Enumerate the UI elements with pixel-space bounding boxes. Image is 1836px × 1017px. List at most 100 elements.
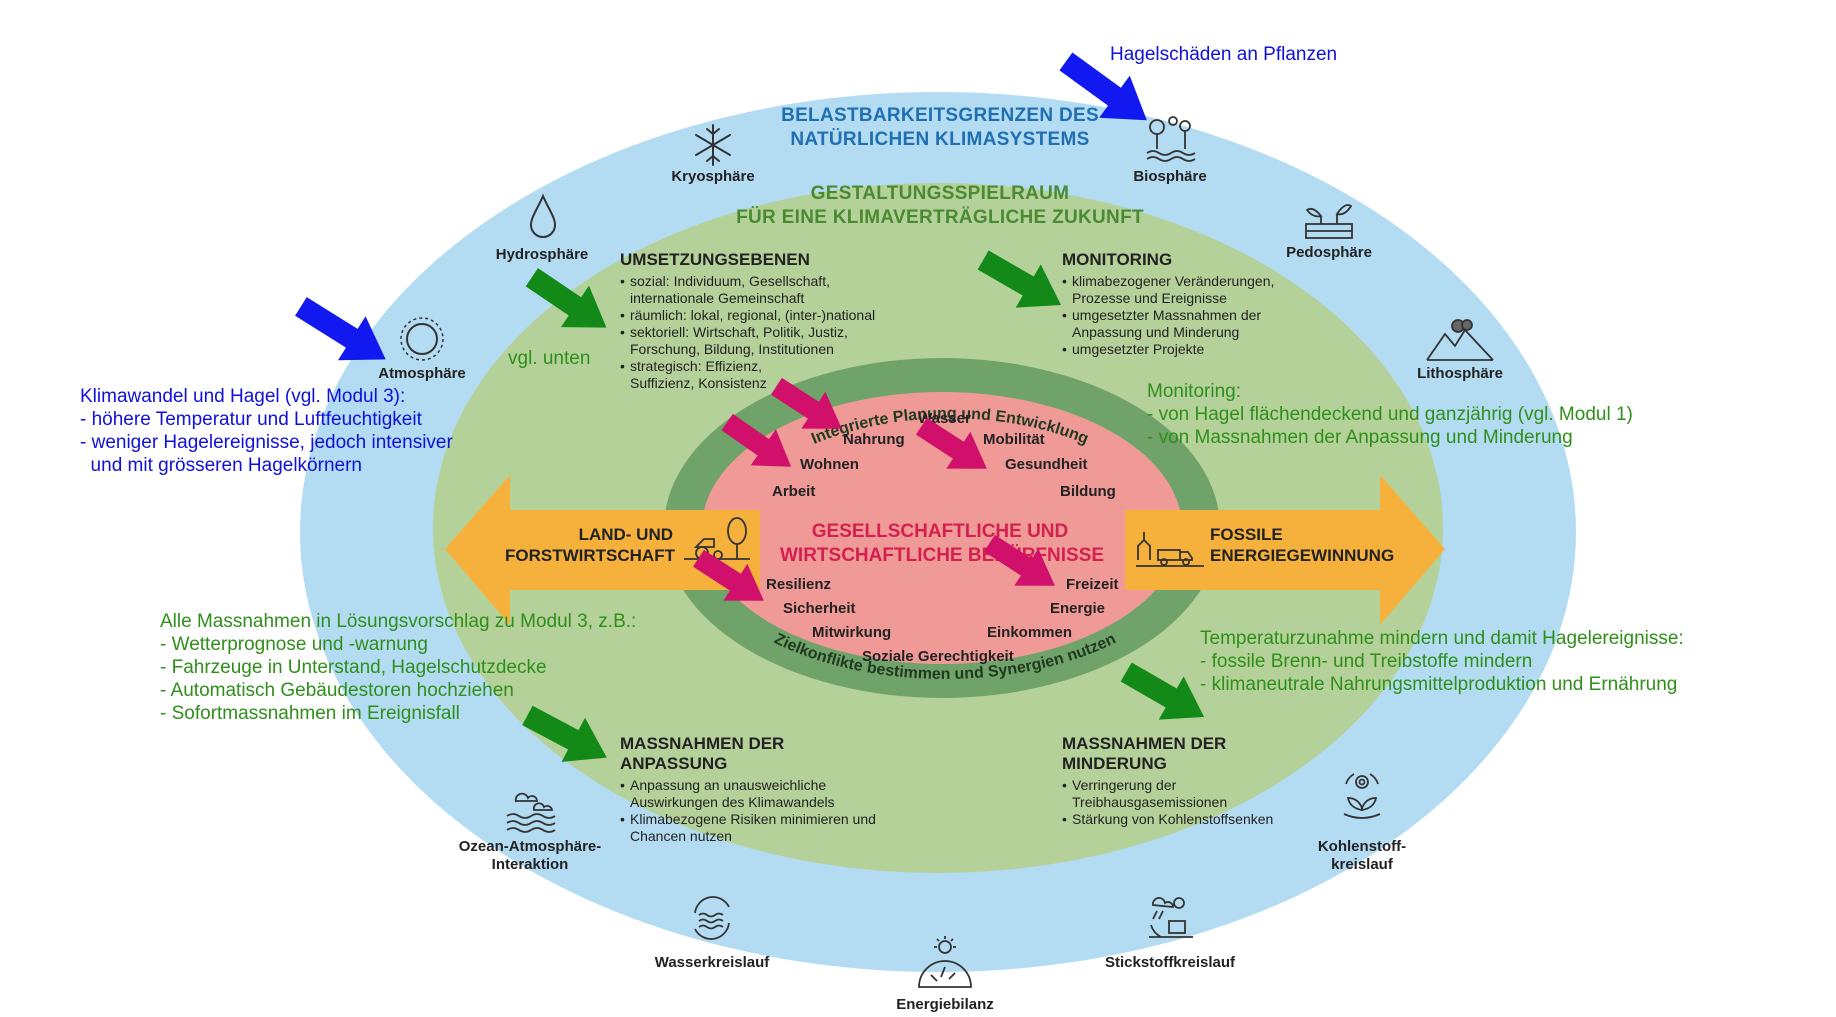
klimawandel-line: - höhere Temperatur und Luftfeuchtigkeit	[80, 409, 422, 430]
temperatur-ann-line: Temperaturzunahme mindern und damit Hage…	[1200, 628, 1684, 649]
need-mobilitaet: Mobilität	[983, 431, 1045, 448]
anpassung-title: MASSNAHMEN DER ANPASSUNG	[620, 734, 785, 773]
need-wohnen: Wohnen	[800, 456, 859, 473]
need-bildung: Bildung	[1060, 483, 1116, 500]
annotation-massnahmen: Alle Massnahmen in Lösungsvorschlag zu M…	[160, 610, 636, 725]
middle-ring-title: GESTALTUNGSSPIELRAUM FÜR EINE KLIMAVERTR…	[700, 182, 1180, 230]
sphere-atmosphaere: Atmosphäre	[378, 365, 466, 382]
core-title: GESELLSCHAFTLICHE UND WIRTSCHAFTLICHE BE…	[780, 520, 1105, 568]
need-einkommen: Einkommen	[987, 624, 1073, 641]
section-anpassung: MASSNAHMEN DER ANPASSUNG Anpassung an un…	[620, 734, 880, 845]
umsetzung-item: sozial: Individuum, Gesellschaft, intern…	[620, 273, 910, 307]
need-resilienz: Resilienz	[766, 576, 832, 593]
monitoring-item: umgesetzter Projekte	[1062, 341, 1312, 358]
sphere-lithosphaere: Lithosphäre	[1417, 365, 1503, 382]
annotation-klimawandel: Klimawandel und Hagel (vgl. Modul 3): - …	[80, 385, 453, 477]
sphere-hydrosphaere: Hydrosphäre	[495, 246, 589, 263]
anpassung-item: Klimabezogene Risiken minimieren und Cha…	[620, 811, 880, 845]
sphere-energiebilanz: Energiebilanz	[896, 996, 994, 1013]
monitoring-ann-line: - von Massnahmen der Anpassung und Minde…	[1147, 427, 1573, 448]
monitoring-list: klimabezogener Veränderungen, Prozesse u…	[1062, 273, 1312, 358]
umsetzung-title: UMSETZUNGSEBENEN	[620, 250, 810, 269]
need-gesundheit: Gesundheit	[1005, 456, 1088, 473]
right-orange-arrow	[1125, 475, 1445, 625]
annotation-monitoring: Monitoring: - von Hagel flächendeckend u…	[1147, 380, 1633, 449]
water-drop-icon	[529, 193, 557, 238]
middle-title-line2: FÜR EINE KLIMAVERTRÄGLICHE ZUKUNFT	[736, 207, 1144, 228]
farm-tractor-icon	[684, 517, 750, 560]
minderung-title: MASSNAHMEN DER MINDERUNG	[1062, 734, 1227, 773]
right-arrow-line2: ENERGIEGEWINNUNG	[1210, 546, 1395, 565]
fossil-energy-icon	[1136, 532, 1204, 567]
nitrogen-cycle-icon	[1149, 897, 1193, 938]
middle-title-line1: GESTALTUNGSSPIELRAUM	[810, 183, 1070, 204]
need-sicherheit: Sicherheit	[783, 600, 856, 617]
outer-ring-title: BELASTBARKEITSGRENZEN DES NATÜRLICHEN KL…	[770, 104, 1110, 152]
left-arrow-line1: LAND- UND	[578, 525, 673, 544]
sphere-wasserkreislauf: Wasserkreislauf	[654, 954, 770, 971]
left-arrow-label: LAND- UND FORSTWIRTSCHAFT	[505, 524, 675, 566]
anpassung-item: Anpassung an unausweichliche Auswirkunge…	[620, 777, 880, 811]
massnahmen-ann-line: - Fahrzeuge in Unterstand, Hagelschutzde…	[160, 657, 547, 678]
core-title-line2: WIRTSCHAFTLICHE BEDÜRFNISSE	[780, 545, 1105, 566]
energy-balance-icon	[918, 936, 972, 988]
need-energie: Energie	[1050, 600, 1106, 617]
umsetzung-item: sektoriell: Wirtschaft, Politik, Justiz,…	[620, 324, 910, 358]
monitoring-title: MONITORING	[1062, 250, 1173, 269]
sphere-ozean-line1: Ozean-Atmosphäre-	[458, 838, 602, 855]
snowflake-icon	[695, 124, 731, 166]
core-ellipse	[702, 392, 1182, 664]
anpassung-list: Anpassung an unausweichliche Auswirkunge…	[620, 777, 880, 845]
sphere-ozean: Ozean-Atmosphäre- Interaktion	[445, 838, 615, 874]
annotation-vgl-unten: vgl. unten	[508, 348, 591, 369]
sphere-pedosphaere: Pedosphäre	[1286, 244, 1372, 261]
outer-title-line2: NATÜRLICHEN KLIMASYSTEMS	[790, 129, 1090, 150]
umsetzung-list: sozial: Individuum, Gesellschaft, intern…	[620, 273, 910, 392]
section-minderung: MASSNAHMEN DER MINDERUNG Verringerung de…	[1062, 734, 1312, 828]
water-cycle-icon	[694, 896, 730, 940]
need-freizeit: Freizeit	[1066, 576, 1119, 593]
klimawandel-line: und mit grösseren Hagelkörnern	[80, 455, 362, 476]
ocean-atmosphere-icon	[506, 792, 556, 833]
sphere-ozean-line2: Interaktion	[491, 856, 569, 873]
section-monitoring: MONITORING klimabezogener Veränderungen,…	[1062, 250, 1312, 358]
sphere-stickstoff: Stickstoffkreislauf	[1104, 954, 1236, 971]
right-arrow-line1: FOSSILE	[1210, 525, 1283, 544]
minderung-list: Verringerung der Treibhausgasemissionen …	[1062, 777, 1312, 828]
klimawandel-line: - weniger Hagelereignisse, jedoch intens…	[80, 432, 453, 453]
massnahmen-ann-line: - Automatisch Gebäudestoren hochziehen	[160, 680, 514, 701]
annotation-temperatur: Temperaturzunahme mindern und damit Hage…	[1200, 627, 1684, 696]
monitoring-item: klimabezogener Veränderungen, Prozesse u…	[1062, 273, 1312, 307]
sphere-kohlenstoff: Kohlenstoff- kreislauf	[1307, 838, 1417, 874]
sphere-kryosphaere: Kryosphäre	[671, 168, 755, 185]
section-umsetzungsebenen: UMSETZUNGSEBENEN sozial: Individuum, Ges…	[620, 250, 910, 392]
temperatur-ann-line: - fossile Brenn- und Treibstoffe mindern	[1200, 651, 1533, 672]
sphere-kohlenstoff-line2: kreislauf	[1331, 856, 1393, 873]
massnahmen-ann-line: Alle Massnahmen in Lösungsvorschlag zu M…	[160, 611, 637, 632]
sphere-kohlenstoff-line1: Kohlenstoff-	[1317, 838, 1407, 855]
core-title-line1: GESELLSCHAFTLICHE UND	[811, 521, 1069, 542]
massnahmen-ann-line: - Sofortmassnahmen im Ereignisfall	[160, 703, 460, 724]
minderung-item: Stärkung von Kohlenstoffsenken	[1062, 811, 1312, 828]
atmosphere-icon	[400, 317, 444, 361]
left-arrow-line2: FORSTWIRTSCHAFT	[505, 546, 675, 565]
massnahmen-ann-line: - Wetterprognose und -warnung	[160, 634, 428, 655]
right-arrow-label: FOSSILE ENERGIEGEWINNUNG	[1210, 524, 1410, 566]
need-wasser: Wasser	[918, 410, 971, 427]
temperatur-ann-line: - klimaneutrale Nahrungsmittelproduktion…	[1200, 674, 1678, 695]
mountain-icon	[1426, 319, 1494, 361]
monitoring-ann-line: - von Hagel flächendeckend und ganzjähri…	[1147, 404, 1633, 425]
left-orange-arrow	[445, 475, 760, 625]
umsetzung-item: räumlich: lokal, regional, (inter-)natio…	[620, 307, 910, 324]
monitoring-ann-line: Monitoring:	[1147, 381, 1241, 402]
outer-title-line1: BELASTBARKEITSGRENZEN DES	[781, 105, 1099, 126]
soil-plant-icon	[1305, 204, 1353, 239]
minderung-item: Verringerung der Treibhausgasemissionen	[1062, 777, 1262, 811]
carbon-cycle-icon	[1343, 773, 1381, 819]
need-soziale-gerechtigkeit: Soziale Gerechtigkeit	[862, 648, 1014, 665]
sphere-biosphaere: Biosphäre	[1133, 168, 1207, 185]
monitoring-item: umgesetzter Massnahmen der Anpassung und…	[1062, 307, 1312, 341]
biosphere-icon	[1146, 116, 1196, 162]
